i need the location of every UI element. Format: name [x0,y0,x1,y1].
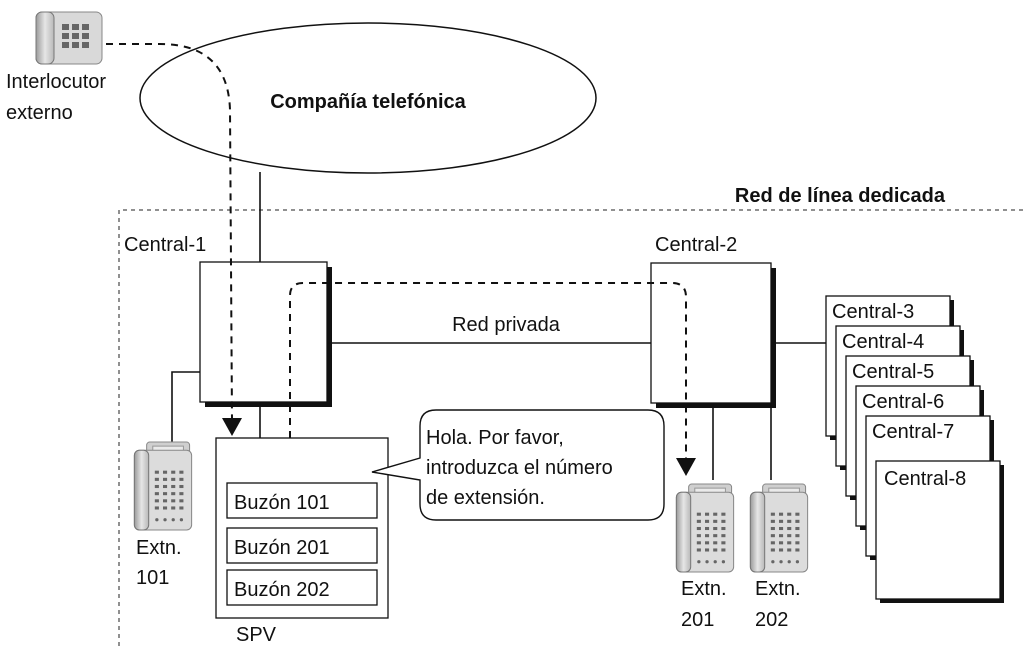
leased-network-boundary [118,209,1023,646]
mailbox-101-label: Buzón 101 [234,492,330,514]
mailbox-list: Buzón 101 Buzón 201 Buzón 202 [226,482,378,606]
mailbox-101 [226,482,378,519]
central-5-label: Central-5 [852,361,934,383]
central-2-label: Central-2 [655,234,737,256]
mailbox-201-label: Buzón 201 [234,537,330,559]
ext-101-label-1: Extn. [136,537,182,559]
speech-line-2: introduzca el número [426,457,613,479]
incoming-call-arrowhead [222,418,242,436]
phone-company-label: Compañía telefónica [270,91,466,113]
external-caller-label-1: Interlocutor [6,71,106,93]
mailbox-202 [226,569,378,606]
phone-company-cloud [139,22,597,174]
ext-202-label-1: Extn. [755,578,801,600]
external-caller-label-2: externo [6,102,73,124]
mailbox-202-label: Buzón 202 [234,579,330,601]
transfer-call-arrowhead [676,458,696,476]
ext-101-label-2: 101 [136,567,169,589]
desk-phone-icon [749,483,809,573]
central-1-box [199,261,328,403]
desk-phone-icon [133,441,193,531]
central-stack: Central-3 Central-4 Central-5 Central-6 … [825,295,1004,603]
network-title: Red de línea dedicada [735,185,946,207]
ext-201-label-2: 201 [681,609,714,631]
private-network-label: Red privada [452,314,561,336]
central-1-label: Central-1 [124,234,206,256]
speech-bubble [371,409,665,521]
central-8-box [875,460,1001,600]
mailbox-201 [226,527,378,564]
telephone-icon [35,11,103,65]
incoming-call-path [106,43,233,421]
speech-line-1: Hola. Por favor, [426,427,564,449]
central-2-box [650,262,772,404]
transfer-call-path [289,282,687,460]
speech-line-3: de extensión. [426,487,545,509]
ext-101-line [171,371,200,443]
spv-label: SPV [236,624,277,646]
ext-201-label-1: Extn. [681,578,727,600]
central-4-label: Central-4 [842,331,924,353]
desk-phone-icon [675,483,735,573]
central-6-label: Central-6 [862,391,944,413]
central-8-label: Central-8 [884,468,966,490]
ext-202-label-2: 202 [755,609,788,631]
central-7-label: Central-7 [872,421,954,443]
central-3-label: Central-3 [832,301,914,323]
